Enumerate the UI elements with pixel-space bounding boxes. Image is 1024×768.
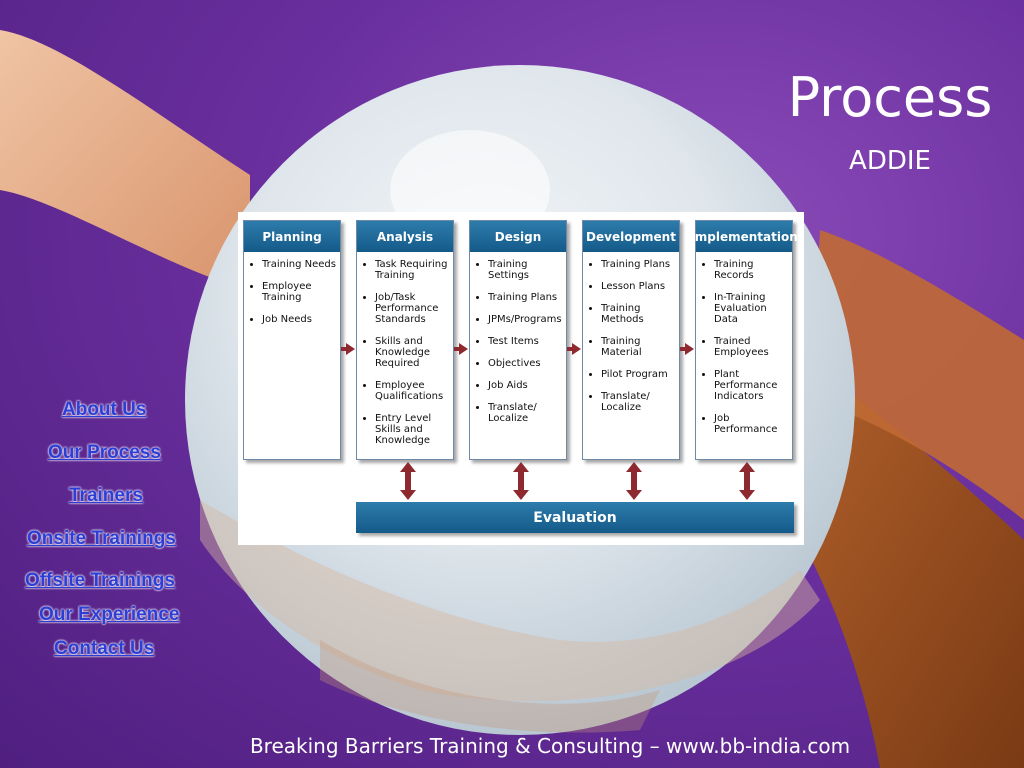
addie-diagram: Planning Training Needs Employee Trainin… <box>238 212 804 545</box>
stage-item: Training Plans <box>601 259 675 270</box>
stage-design-items: Training Settings Training Plans JPMs/Pr… <box>470 252 566 424</box>
stage-item: Training Plans <box>488 292 562 303</box>
stage-analysis: Analysis Task Requiring Training Job/Tas… <box>356 220 454 460</box>
stage-design: Design Training Settings Training Plans … <box>469 220 567 460</box>
stage-item: Objectives <box>488 358 562 369</box>
arrow-right-icon <box>567 343 581 355</box>
nav-link-our-process[interactable]: Our Process <box>48 442 161 463</box>
nav-link-trainers[interactable]: Trainers <box>69 485 143 506</box>
stage-item: Training Needs <box>262 259 336 270</box>
double-arrow-icon <box>739 462 755 500</box>
arrow-right-icon <box>341 343 355 355</box>
evaluation-bar: Evaluation <box>356 502 794 533</box>
stage-item: Lesson Plans <box>601 281 675 292</box>
nav-link-about-us[interactable]: About Us <box>62 399 147 420</box>
nav-link-our-experience[interactable]: Our Experience <box>39 604 180 625</box>
arrow-right-icon <box>454 343 468 355</box>
stage-item: Skills and Knowledge Required <box>375 336 449 369</box>
footer-text: Breaking Barriers Training & Consulting … <box>249 734 851 758</box>
stage-item: Task Requiring Training <box>375 259 449 281</box>
stage-item: Job/Task Performance Standards <box>375 292 449 325</box>
stage-item: Training Material <box>601 336 675 358</box>
double-arrow-icon <box>400 462 416 500</box>
stage-item: Training Settings <box>488 259 562 281</box>
nav-link-contact-us[interactable]: Contact Us <box>54 638 155 659</box>
stage-analysis-title: Analysis <box>357 221 453 252</box>
stage-planning-title: Planning <box>244 221 340 252</box>
stage-planning-items: Training Needs Employee Training Job Nee… <box>244 252 340 325</box>
stage-item: In-Training Evaluation Data <box>714 292 788 325</box>
stage-development-title: Development <box>583 221 679 252</box>
stage-development-items: Training Plans Lesson Plans Training Met… <box>583 252 679 413</box>
stage-item: Entry Level Skills and Knowledge <box>375 413 449 446</box>
stage-item: JPMs/Programs <box>488 314 562 325</box>
stage-development: Development Training Plans Lesson Plans … <box>582 220 680 460</box>
stage-implementation-title: Implementation <box>690 221 798 252</box>
stage-item: Employee Qualifications <box>375 380 449 402</box>
stage-implementation: Implementation Training Records In-Train… <box>690 220 798 460</box>
stage-item: Test Items <box>488 336 562 347</box>
arrow-right-icon <box>680 343 694 355</box>
double-arrow-icon <box>626 462 642 500</box>
stage-item: Translate/ Localize <box>488 402 562 424</box>
stage-item: Employee Training <box>262 281 336 303</box>
stage-analysis-items: Task Requiring Training Job/Task Perform… <box>357 252 453 446</box>
stage-item: Job Performance <box>714 413 788 435</box>
slide-subtitle: ADDIE <box>849 146 931 176</box>
nav-link-onsite-trainings[interactable]: Onsite Trainings <box>27 528 176 549</box>
stage-item: Translate/ Localize <box>601 391 675 413</box>
stage-implementation-items: Training Records In-Training Evaluation … <box>696 252 792 435</box>
nav-link-offsite-trainings[interactable]: Offsite Trainings <box>25 570 175 591</box>
stage-item: Job Aids <box>488 380 562 391</box>
stage-item: Trained Employees <box>714 336 788 358</box>
double-arrow-icon <box>513 462 529 500</box>
stage-item: Pilot Program <box>601 369 675 380</box>
stage-planning: Planning Training Needs Employee Trainin… <box>243 220 341 460</box>
stage-design-title: Design <box>470 221 566 252</box>
slide-title: Process <box>787 66 993 129</box>
stage-item: Job Needs <box>262 314 336 325</box>
stage-item: Plant Performance Indicators <box>714 369 788 402</box>
stage-item: Training Methods <box>601 303 675 325</box>
stage-item: Training Records <box>714 259 788 281</box>
